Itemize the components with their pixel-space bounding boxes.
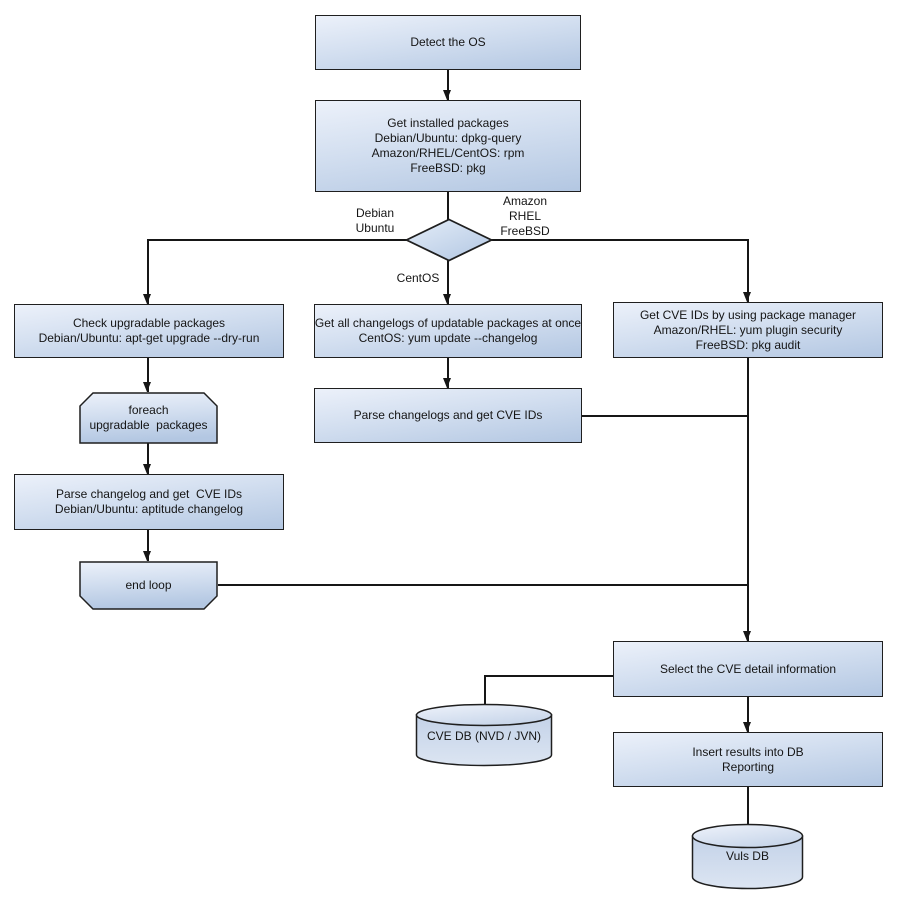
arrowhead-icon xyxy=(443,294,451,304)
connector-line xyxy=(147,530,149,561)
connector-line xyxy=(747,358,749,641)
node-get-installed-packages: Get installed packages Debian/Ubuntu: dp… xyxy=(315,100,581,192)
node-check-upgradable-label: Check upgradable packages Debian/Ubuntu:… xyxy=(38,316,260,345)
node-get-cve-ids-label: Get CVE IDs by using package manager Ama… xyxy=(639,307,857,352)
connector-line xyxy=(747,239,749,302)
arrowhead-icon xyxy=(443,378,451,388)
diamond-shape xyxy=(405,218,493,262)
connector-line xyxy=(582,415,749,417)
connector-line xyxy=(447,70,449,100)
branch-label-debian-ubuntu: Debian Ubuntu xyxy=(355,206,395,235)
branch-label-amazon-rhel-freebsd: Amazon RHEL FreeBSD xyxy=(500,194,550,238)
connector-line xyxy=(147,239,149,304)
node-get-installed-packages-label: Get installed packages Debian/Ubuntu: dp… xyxy=(371,116,525,175)
node-vuls-db-label: Vuls DB xyxy=(726,849,769,863)
node-os-decision-diamond xyxy=(405,218,493,262)
node-insert-results: Insert results into DB Reporting xyxy=(613,732,883,787)
connector-line xyxy=(447,192,449,220)
node-get-changelogs-label: Get all changelogs of updatable packages… xyxy=(314,316,582,345)
branch-label-centos: CentOS xyxy=(396,271,440,285)
node-cve-db-label: CVE DB (NVD / JVN) xyxy=(426,729,541,743)
database-cylinder-shape xyxy=(415,703,553,767)
connector-line xyxy=(147,358,149,392)
node-foreach-loop: foreach upgradable packages xyxy=(79,392,218,444)
node-get-changelogs: Get all changelogs of updatable packages… xyxy=(314,304,582,358)
node-foreach-loop-label: foreach upgradable packages xyxy=(89,403,208,432)
arrowhead-icon xyxy=(743,722,751,732)
node-check-upgradable: Check upgradable packages Debian/Ubuntu:… xyxy=(14,304,284,358)
arrowhead-icon xyxy=(743,631,751,641)
connector-line xyxy=(485,675,613,677)
connector-line xyxy=(747,697,749,732)
connector-line xyxy=(147,443,149,474)
node-end-loop-label: end loop xyxy=(125,578,172,592)
node-vuls-db-cylinder: Vuls DB xyxy=(691,823,804,890)
node-parse-changelogs: Parse changelogs and get CVE IDs xyxy=(314,388,582,443)
node-end-loop: end loop xyxy=(79,561,218,610)
connector-line xyxy=(218,584,749,586)
arrowhead-icon xyxy=(143,294,151,304)
node-select-cve-detail-label: Select the CVE detail information xyxy=(659,661,837,676)
node-insert-results-label: Insert results into DB Reporting xyxy=(692,744,804,774)
connector-line xyxy=(490,239,749,241)
connector-line xyxy=(747,787,749,825)
arrowhead-icon xyxy=(443,90,451,100)
loop-start-shape xyxy=(79,392,218,444)
node-select-cve-detail: Select the CVE detail information xyxy=(613,641,883,697)
node-get-cve-ids: Get CVE IDs by using package manager Ama… xyxy=(613,302,883,358)
connector-line xyxy=(447,358,449,388)
database-cylinder-shape xyxy=(691,823,804,890)
arrowhead-icon xyxy=(143,464,151,474)
node-cve-db-cylinder: CVE DB (NVD / JVN) xyxy=(415,703,553,767)
connector-line xyxy=(484,675,486,705)
node-parse-changelogs-label: Parse changelogs and get CVE IDs xyxy=(353,408,543,422)
arrowhead-icon xyxy=(743,292,751,302)
node-parse-changelog: Parse changelog and get CVE IDs Debian/U… xyxy=(14,474,284,530)
node-detect-os: Detect the OS xyxy=(315,15,581,70)
node-parse-changelog-label: Parse changelog and get CVE IDs Debian/U… xyxy=(54,487,244,516)
connector-line xyxy=(447,260,449,304)
arrowhead-icon xyxy=(143,382,151,392)
loop-end-shape xyxy=(79,561,218,610)
arrowhead-icon xyxy=(143,551,151,561)
node-detect-os-label: Detect the OS xyxy=(410,35,486,49)
connector-line xyxy=(148,239,408,241)
